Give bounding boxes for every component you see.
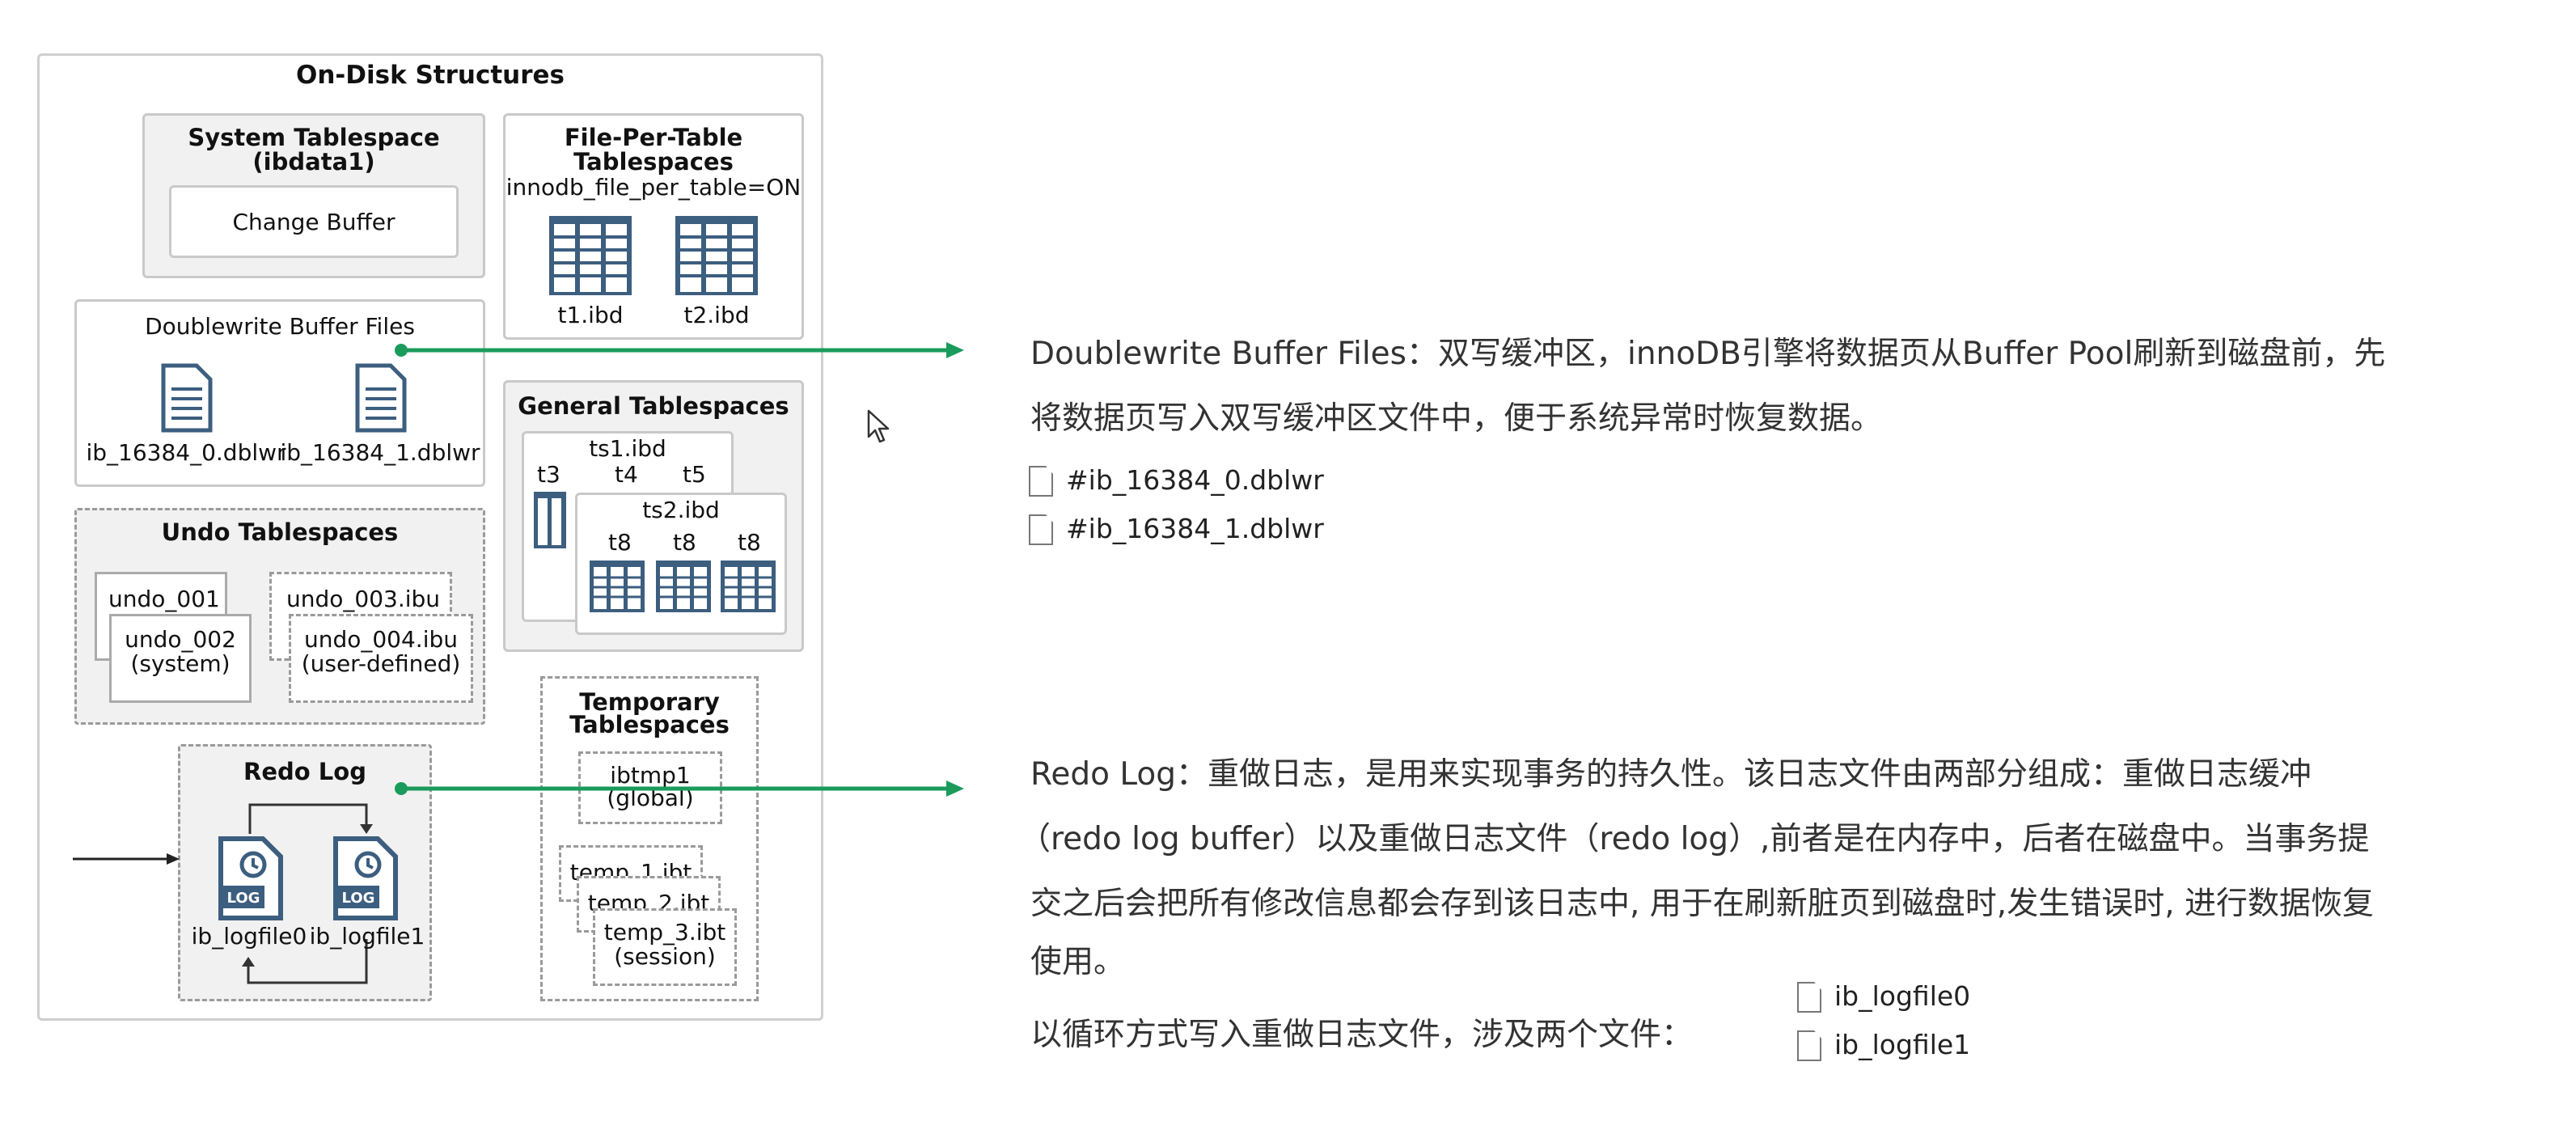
file-icon [161,363,213,433]
system-tablespace-subtitle: (ibdata1) [252,148,375,176]
table-icon [656,561,711,612]
redo-log: Redo Log LOG LOG ib_logfile0 ib_logfile1 [178,744,432,1001]
table-icon [721,561,776,612]
doublewrite-buffer-files: Doublewrite Buffer Files ib_16384_0.dblw… [74,299,485,487]
ts2-table-t8: t8 [673,529,696,556]
temp-3-sub: (session) [614,943,716,970]
dblwr-file-0: ib_16384_0.dblwr [86,439,286,466]
file-per-table-setting: innodb_file_per_table=ON [505,174,802,201]
change-buffer-box: Change Buffer [169,185,459,258]
log-file-icon [218,836,283,920]
undo-002-box: undo_002 (system) [109,614,252,703]
table-icon [675,216,758,295]
mouse-cursor-icon [867,409,890,443]
redo-title: Redo Log [243,758,366,785]
redo-pointer-arrow [395,781,964,797]
redo-note-line4: 使用。 [1030,944,1126,980]
file-icon [1029,466,1053,497]
file-per-table-subtitle: Tablespaces [573,148,734,176]
log-file-icon [333,836,398,920]
ts2-table-t8: t8 [608,529,632,556]
undo-002-label: undo_002 [125,626,236,653]
temp-3-label: temp_3.ibt [603,919,726,946]
temporary-subtitle: Tablespaces [569,711,730,738]
undo-002-sub: (system) [130,650,231,677]
redo-note-line5: 以循环方式写入重做日志文件，涉及两个文件： [1030,1017,1694,1053]
redo-note-file-0: ib_logfile0 [1834,980,1971,1012]
doublewrite-note-file-1: #ib_16384_1.dblwr [1066,513,1324,544]
general-tablespaces: General Tablespaces ts1.ibd t3 t4 t5 ts2… [503,380,804,652]
ts2-box: ts2.ibd t8 t8 t8 [575,493,787,635]
undo-004-label: undo_004.ibu [303,626,459,653]
undo-tablespaces: Undo Tablespaces undo_001 undo_002 (syst… [74,508,485,725]
log-icon-text: LOG [341,890,375,907]
log-icon-text: LOG [226,890,260,907]
file-icon [355,363,407,433]
file-per-table-title: File-Per-Table [564,124,743,151]
ibtmp1-label: ibtmp1 [610,762,691,789]
doublewrite-note-line1: Doublewrite Buffer Files：双写缓冲区，innoDB引擎将… [1030,336,2386,372]
file-icon [1797,982,1821,1013]
redo-file-1: ib_logfile1 [309,923,425,950]
ts2-table-t8: t8 [738,529,761,556]
file-icon [1029,514,1053,545]
redo-cycle-arrows [242,803,373,984]
ts1-label: ts1.ibd [589,435,666,462]
redo-note-line3: 交之后会把所有修改信息都会存到该日志中, 用于在刷新脏页到磁盘时,发生错误时, … [1030,886,2374,922]
system-tablespace-title: System Tablespace [188,124,440,151]
temporary-tablespaces: Temporary Tablespaces ibtmp1 (global) te… [540,676,759,1001]
undo-003-label: undo_003.ibu [286,586,441,612]
general-tablespaces-title: General Tablespaces [518,392,789,420]
ts1-table-t3: t3 [537,461,560,488]
dblwr-file-1: ib_16384_1.dblwr [280,439,480,466]
undo-004-box: undo_004.ibu (user-defined) [289,614,473,703]
ts1-table-t4: t4 [615,461,638,488]
diagram-title: On-Disk Structures [295,61,565,90]
temporary-title: Temporary [579,688,720,716]
doublewrite-note-file-0: #ib_16384_0.dblwr [1066,464,1324,496]
redo-note-line1: Redo Log：重做日志，是用来实现事务的持久性。该日志文件由两部分组成：重做… [1030,756,2312,793]
table-icon [534,492,566,548]
redo-file-0: ib_logfile0 [191,923,307,950]
ts2-label: ts2.ibd [642,497,720,523]
file-t1: t1.ibd [557,302,624,328]
redo-note-line2: （redo log buffer）以及重做日志文件（redo log）,前者是在… [1019,821,2370,857]
doublewrite-pointer-arrow [395,342,964,358]
redo-note-file-1: ib_logfile1 [1834,1029,1971,1060]
incoming-arrow [73,853,180,865]
change-buffer-label: Change Buffer [232,209,395,235]
doublewrite-title: Doublewrite Buffer Files [145,313,415,340]
table-icon [590,561,645,612]
doublewrite-note-line2: 将数据页写入双写缓冲区文件中，便于系统异常时恢复数据。 [1030,400,1883,437]
system-tablespace: System Tablespace (ibdata1) Change Buffe… [142,113,485,278]
undo-title: Undo Tablespaces [161,518,399,546]
table-icon [549,216,632,295]
file-t2: t2.ibd [683,302,750,328]
temp-3-box: temp_3.ibt (session) [593,908,737,986]
undo-004-sub: (user-defined) [301,650,461,677]
file-icon [1797,1030,1821,1061]
file-per-table-tablespaces: File-Per-Table Tablespaces innodb_file_p… [503,113,804,340]
undo-001-label: undo_001 [108,586,220,612]
ts1-table-t5: t5 [683,461,706,488]
